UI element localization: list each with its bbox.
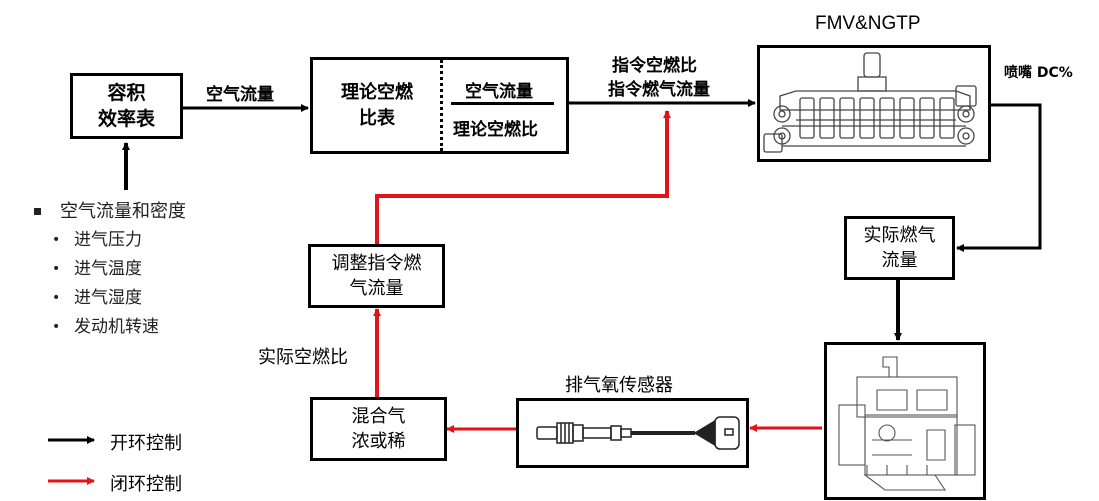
fraction-bar [451, 102, 554, 105]
command-afr-label: 指令空燃比 [612, 56, 697, 76]
o2-sensor-title: 排气氧传感器 [565, 375, 673, 396]
stoich-left-line2: 比表 [359, 107, 395, 129]
legend-closed-loop-label: 闭环控制 [110, 474, 182, 495]
input-main-item: 空气流量和密度 [30, 197, 186, 226]
command-fuel-flow-label: 指令燃气流量 [608, 80, 710, 100]
oxygen-sensor-image [536, 416, 740, 450]
input-sub-item: 进气温度 [30, 255, 186, 284]
ve-table-line2: 效率表 [97, 108, 155, 130]
actual-afr-label: 实际空燃比 [258, 347, 348, 368]
fraction-numerator: 空气流量 [465, 82, 533, 102]
fmv-title: FMV&NGTP [815, 13, 921, 34]
arrow-fmv-to-actual-fuel [956, 103, 1042, 252]
air-flow-label: 空气流量 [206, 85, 274, 105]
engine-block [824, 342, 986, 500]
actual-fuel-line1: 实际燃气 [863, 225, 936, 246]
legend-open-loop-label: 开环控制 [110, 433, 182, 454]
adjust-fuel-block: 调整指令燃 气流量 [308, 244, 445, 308]
input-sub-item: 发动机转速 [30, 313, 186, 342]
fmv-block [757, 45, 991, 162]
nozzle-dc-label: 喷嘴 DC% [1004, 65, 1073, 81]
mixture-block: 混合气 浓或稀 [310, 397, 447, 461]
engine-image [838, 356, 976, 491]
mixture-line2: 浓或稀 [351, 431, 406, 452]
input-sub-item: 进气压力 [30, 226, 186, 255]
stoich-table-block: 理论空燃 比表 空气流量 理论空燃比 [310, 57, 569, 154]
fuel-injector-rail-image [763, 52, 977, 153]
o2-sensor-block [516, 398, 749, 468]
adjust-line2: 气流量 [349, 278, 404, 299]
dotted-divider [440, 60, 443, 151]
stoich-left-line1: 理论空燃 [341, 81, 413, 103]
fraction-denominator: 理论空燃比 [453, 120, 538, 140]
adjust-line1: 调整指令燃 [331, 253, 422, 274]
ve-table-block: 容积 效率表 [70, 73, 183, 139]
input-sub-item: 进气湿度 [30, 284, 186, 313]
arrow-adjust-to-command [375, 110, 671, 245]
ve-table-line1: 容积 [107, 82, 146, 104]
actual-fuel-line2: 流量 [881, 250, 918, 271]
mixture-line1: 混合气 [351, 406, 406, 427]
actual-fuel-flow-block: 实际燃气 流量 [844, 216, 955, 280]
input-list: 空气流量和密度 进气压力 进气温度 进气湿度 发动机转速 [30, 197, 186, 342]
